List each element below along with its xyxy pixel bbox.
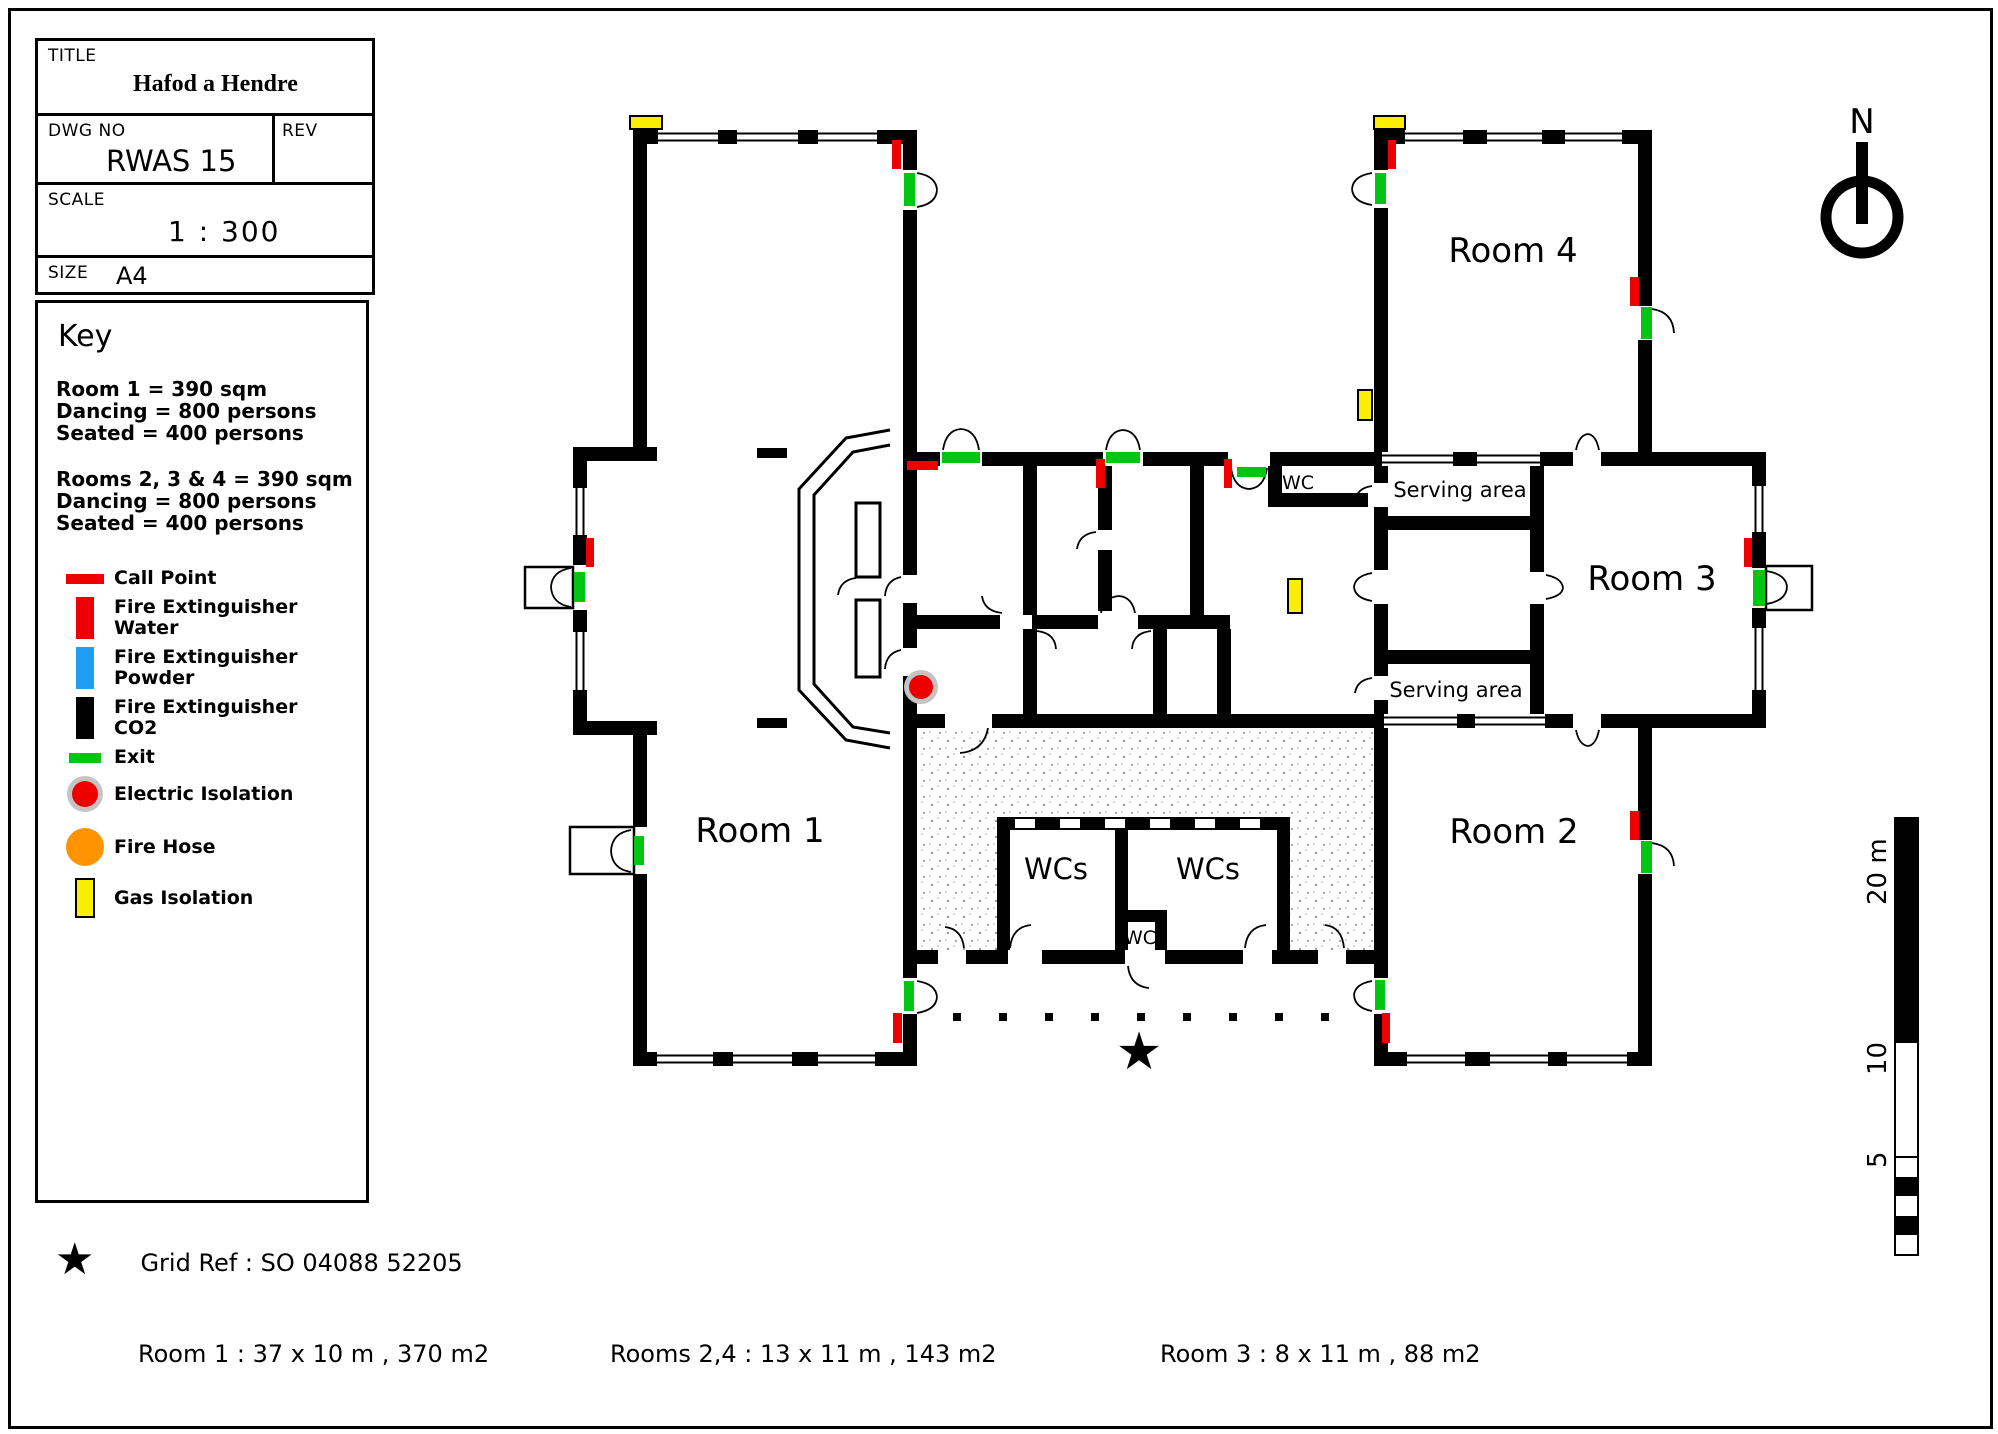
gas-isolation-icon: [75, 878, 95, 918]
gas-isolation-markers: [629, 115, 1406, 614]
electric-isolation-dot: [72, 781, 98, 807]
legend-label: Exit: [114, 746, 155, 768]
grid-ref-row: ★ Grid Ref : SO 04088 52205: [55, 1238, 463, 1282]
legend-label: Call Point: [114, 567, 217, 589]
size-row: SIZE A4: [38, 255, 372, 292]
legend-label: Fire Extinguisher: [114, 596, 298, 618]
grid-ref-star-icon: ★: [1116, 1022, 1163, 1082]
dimension-room3: Room 3 : 8 x 11 m , 88 m2: [1160, 1340, 1481, 1368]
legend-item-fire-extinguisher-powder: Fire Extinguisher Powder: [56, 647, 356, 689]
north-arrow: N: [1820, 102, 1904, 259]
dimension-room1: Room 1 : 37 x 10 m , 370 m2: [138, 1340, 490, 1368]
dwg-rev-row: DWG NO RWAS 15 REV: [38, 113, 372, 182]
room2-label: Room 2: [1449, 812, 1578, 852]
scale-5-label: 5: [1863, 1151, 1893, 1168]
title-block: TITLE Hafod a Hendre DWG NO RWAS 15 REV …: [35, 38, 375, 295]
note2-line2: Dancing = 800 persons: [56, 489, 317, 513]
legend-item-call-point: Call Point: [56, 568, 356, 589]
page-border: [8, 8, 1993, 1429]
wc-top-label: WC: [1282, 472, 1314, 494]
legend-item-exit: Exit: [56, 747, 356, 768]
size-label: SIZE: [48, 263, 89, 283]
legend-item-fire-hose: Fire Hose: [56, 828, 356, 866]
electric-isolation-icon: [67, 776, 103, 812]
fire-extinguisher-water-icon: [76, 597, 94, 639]
walls: [573, 130, 1766, 1066]
note2-line1: Rooms 2, 3 & 4 = 390 sqm: [56, 467, 353, 491]
note1-line3: Seated = 400 persons: [56, 421, 304, 445]
note2-line3: Seated = 400 persons: [56, 511, 304, 535]
legend-label: Fire Hose: [114, 835, 216, 858]
exit-icon: [69, 752, 101, 763]
rev-label: REV: [282, 121, 318, 141]
drawing-title: Hafod a Hendre: [133, 71, 298, 97]
stage-bay: [797, 428, 891, 750]
scale-10-label: 10: [1863, 1042, 1893, 1075]
capacity-note-room1: Room 1 = 390 sqm Dancing = 800 persons S…: [56, 378, 356, 444]
legend-label: Electric Isolation: [114, 782, 294, 805]
star-icon: ★: [55, 1234, 95, 1285]
wcs-left-label: WCs: [1024, 852, 1088, 886]
scale-label: SCALE: [48, 190, 106, 210]
wcs-right-label: WCs: [1176, 852, 1240, 886]
scale-bar: 20 m 10 5: [1863, 817, 1919, 1256]
room1-label: Room 1: [695, 811, 824, 851]
dwg-number: RWAS 15: [106, 144, 237, 178]
legend-item-electric-isolation: Electric Isolation: [56, 776, 356, 812]
capacity-note-rooms234: Rooms 2, 3 & 4 = 390 sqm Dancing = 800 p…: [56, 468, 356, 534]
rev-cell: REV: [272, 116, 372, 182]
wcs-floor: [997, 817, 1290, 964]
wc-inner-label: WC: [1124, 927, 1156, 949]
size-value: A4: [116, 262, 148, 290]
call-point-icon: [66, 573, 104, 584]
room3-label: Room 3: [1587, 559, 1716, 599]
note1-line1: Room 1 = 390 sqm: [56, 377, 268, 401]
scale-row: SCALE 1 : 300: [38, 182, 372, 255]
legend-label-2: Water: [114, 617, 179, 639]
legend: Call Point Fire Extinguisher Water Fire …: [56, 568, 356, 918]
legend-label: Fire Extinguisher: [114, 696, 298, 718]
note1-line2: Dancing = 800 persons: [56, 399, 317, 423]
window-frames: [575, 132, 1764, 1064]
grid-ref-text: Grid Ref : SO 04088 52205: [140, 1249, 463, 1277]
north-label: N: [1849, 102, 1874, 142]
fire-extinguisher-co2-icon: [76, 697, 94, 739]
title-row: TITLE Hafod a Hendre: [38, 41, 372, 113]
dwg-cell: DWG NO RWAS 15: [38, 116, 275, 182]
legend-item-fire-extinguisher-water: Fire Extinguisher Water: [56, 597, 356, 639]
legend-label: Gas Isolation: [114, 886, 254, 909]
key-heading: Key: [58, 319, 113, 354]
fire-extinguisher-powder-icon: [76, 647, 94, 689]
legend-item-gas-isolation: Gas Isolation: [56, 878, 356, 918]
legend-label-2: Powder: [114, 667, 195, 689]
legend-label-2: CO2: [114, 717, 158, 739]
serving-area-bottom-label: Serving area: [1389, 678, 1522, 702]
electric-isolation-marker: [904, 670, 938, 704]
scale-value: 1 : 300: [168, 215, 281, 248]
legend-item-fire-extinguisher-co2: Fire Extinguisher CO2: [56, 697, 356, 739]
room4-label: Room 4: [1448, 231, 1577, 271]
title-label: TITLE: [48, 46, 97, 66]
scale-20m-label: 20 m: [1863, 838, 1893, 905]
serving-area-top-label: Serving area: [1393, 478, 1526, 502]
dimension-rooms24: Rooms 2,4 : 13 x 11 m , 143 m2: [610, 1340, 997, 1368]
door-swings: [550, 172, 1788, 1014]
porches: [523, 564, 1814, 876]
key-panel: Key Room 1 = 390 sqm Dancing = 800 perso…: [35, 300, 369, 1203]
dwg-label: DWG NO: [48, 121, 126, 141]
legend-label: Fire Extinguisher: [114, 646, 298, 668]
fire-hose-icon: [66, 828, 104, 866]
